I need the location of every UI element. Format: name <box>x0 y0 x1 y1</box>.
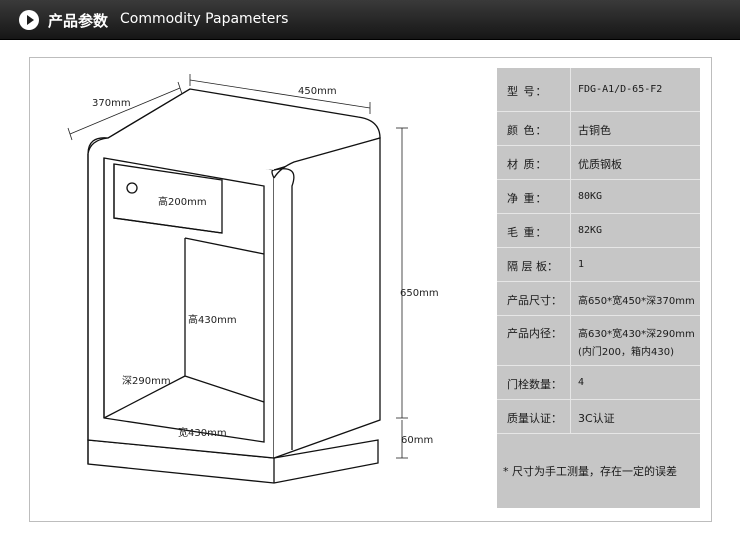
section-header: 产品参数 Commodity Papameters <box>0 0 740 40</box>
label-width-top: 450mm <box>298 86 337 97</box>
measurement-note: * 尺寸为手工测量，存在一定的误差 <box>503 465 677 478</box>
spec-value: 80KG <box>578 191 603 202</box>
spec-row: 门栓数量： 4 <box>497 366 700 400</box>
spec-value: 古铜色 <box>578 124 611 137</box>
spec-label: 净 重： <box>507 192 548 205</box>
label-height-total: 650mm <box>400 288 439 299</box>
header-title-en: Commodity Papameters <box>120 11 289 27</box>
dim-line-width <box>189 79 371 109</box>
spec-row: 颜 色： 古铜色 <box>497 112 700 146</box>
spec-row: 型 号： FDG-A1/D-65-F2 <box>497 68 700 112</box>
spec-row: 材 质： 优质钢板 <box>497 146 700 180</box>
label-inner-depth: 深290mm <box>122 375 171 387</box>
spec-value: FDG-A1/D-65-F2 <box>578 84 663 95</box>
spec-label: 产品尺寸： <box>507 294 562 307</box>
spec-value: 4 <box>578 377 585 388</box>
spec-label: 毛 重： <box>507 226 548 239</box>
spec-label: 产品内径： <box>507 327 562 340</box>
play-circle-icon <box>19 10 39 30</box>
label-base-height: 60mm <box>401 435 433 446</box>
spec-value: 82KG <box>578 225 603 236</box>
label-depth-top: 370mm <box>92 98 131 109</box>
spec-row: 质量认证： 3C认证 <box>497 400 700 434</box>
spec-row: 毛 重： 82KG <box>497 214 700 248</box>
spec-label: 材 质： <box>507 158 548 171</box>
spec-row: 产品内径： 高630*宽430*深290mm (内门200，箱内430) <box>497 316 700 366</box>
spec-value: 高650*宽450*深370mm <box>578 296 695 307</box>
spec-value: 高630*宽430*深290mm <box>578 329 695 340</box>
keyhole-icon <box>126 182 138 194</box>
spec-label: 质量认证： <box>507 412 562 425</box>
spec-value: 3C认证 <box>578 412 615 425</box>
right-side <box>273 137 381 459</box>
label-inner-height: 高430mm <box>188 313 237 326</box>
label-drawer-height: 高200mm <box>158 195 207 208</box>
header-title-cn: 产品参数 <box>48 12 109 30</box>
spec-label: 颜 色： <box>507 124 548 137</box>
spec-value: 优质钢板 <box>578 158 622 171</box>
top-face <box>87 88 381 171</box>
spec-label: 隔 层 板： <box>507 260 558 273</box>
label-inner-width: 宽430mm <box>178 426 227 439</box>
spec-row: 产品尺寸： 高650*宽450*深370mm <box>497 282 700 316</box>
spec-row: 净 重： 80KG <box>497 180 700 214</box>
safe-dimension-diagram: 370mm 450mm 650mm 60mm 高200mm 高430mm 深29… <box>67 74 439 484</box>
spec-label: 型 号： <box>507 85 548 98</box>
spec-table: 型 号： FDG-A1/D-65-F2 颜 色： 古铜色 材 质： 优质钢板 净… <box>497 68 700 508</box>
spec-value: 1 <box>578 259 585 270</box>
spec-row: 隔 层 板： 1 <box>497 248 700 282</box>
spec-label: 门栓数量： <box>507 378 562 391</box>
dim-line-depth <box>69 87 181 135</box>
spec-value-secondary: (内门200，箱内430) <box>578 347 674 358</box>
